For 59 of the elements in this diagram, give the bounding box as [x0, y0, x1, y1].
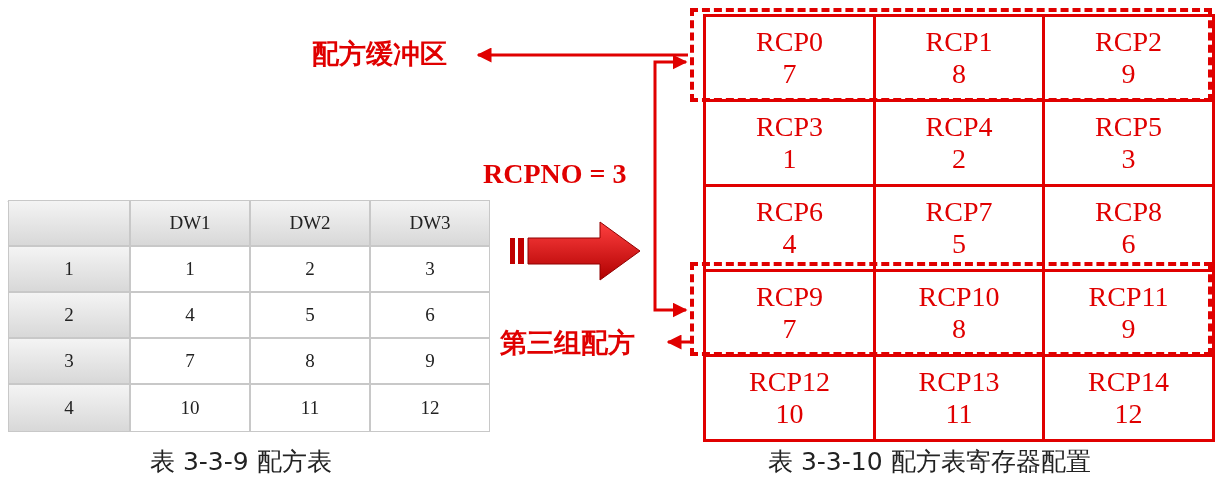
table-cell: 12 — [370, 384, 490, 432]
register-name: RCP4 — [925, 111, 993, 143]
register-name: RCP3 — [756, 111, 823, 143]
register-value: 5 — [952, 228, 966, 260]
register-name: RCP14 — [1088, 366, 1169, 398]
register-name: RCP7 — [925, 196, 993, 228]
column-header: DW1 — [130, 200, 250, 246]
register-value: 7 — [782, 313, 797, 345]
register-value: 8 — [952, 58, 966, 90]
row-header: 2 — [8, 292, 130, 338]
table-cell: 5 — [250, 292, 370, 338]
register-name: RCP13 — [918, 366, 1000, 398]
register-name: RCP0 — [756, 26, 823, 58]
table-cell: 8 — [250, 338, 370, 384]
table-caption: 表 3-3-10 配方表寄存器配置 — [768, 446, 1091, 477]
table-cell: 9 — [370, 338, 490, 384]
register-name: RCP10 — [918, 281, 1000, 313]
register-name: RCP11 — [1088, 281, 1169, 313]
register-name: RCP9 — [756, 281, 823, 313]
table-cell: 4 — [130, 292, 250, 338]
table-cell: 10 — [130, 384, 250, 432]
register-value: 8 — [952, 313, 966, 345]
row-header: 1 — [8, 246, 130, 292]
arrow — [653, 54, 688, 318]
register-value: 2 — [952, 143, 966, 175]
register-value: 10 — [775, 398, 804, 430]
register-value: 4 — [782, 228, 797, 260]
callout-text: 配方缓冲区 — [312, 36, 447, 72]
table-cell: 3 — [370, 246, 490, 292]
register-name: RCP6 — [756, 196, 823, 228]
table-cell: 11 — [250, 384, 370, 432]
table-cell: 7 — [130, 338, 250, 384]
register-value: 9 — [1121, 313, 1136, 345]
register-value: 12 — [1114, 398, 1143, 430]
register-name: RCP12 — [749, 366, 830, 398]
edge-label: RCPNO = 3 — [483, 158, 627, 190]
callout-text: 第三组配方 — [500, 325, 635, 361]
row-header: 3 — [8, 338, 130, 384]
arrow — [476, 47, 688, 63]
table-caption: 表 3-3-9 配方表 — [150, 446, 332, 477]
register-name: RCP2 — [1095, 26, 1162, 58]
table-cell: 6 — [370, 292, 490, 338]
register-value: 1 — [782, 143, 797, 175]
register-name: RCP5 — [1095, 111, 1162, 143]
register-value: 6 — [1121, 228, 1136, 260]
register-name: RCP1 — [925, 26, 993, 58]
column-header: DW3 — [370, 200, 490, 246]
register-value: 3 — [1121, 143, 1136, 175]
row-header: 4 — [8, 384, 130, 432]
table-cell: 2 — [250, 246, 370, 292]
register-value: 9 — [1121, 58, 1136, 90]
arrow — [666, 334, 690, 350]
table-cell: 1 — [130, 246, 250, 292]
register-value: 11 — [945, 398, 973, 430]
dashed-outline — [690, 262, 1212, 356]
register-name: RCP8 — [1095, 196, 1162, 228]
column-header: DW2 — [250, 200, 370, 246]
dashed-outline — [690, 8, 1212, 102]
register-value: 7 — [782, 58, 797, 90]
